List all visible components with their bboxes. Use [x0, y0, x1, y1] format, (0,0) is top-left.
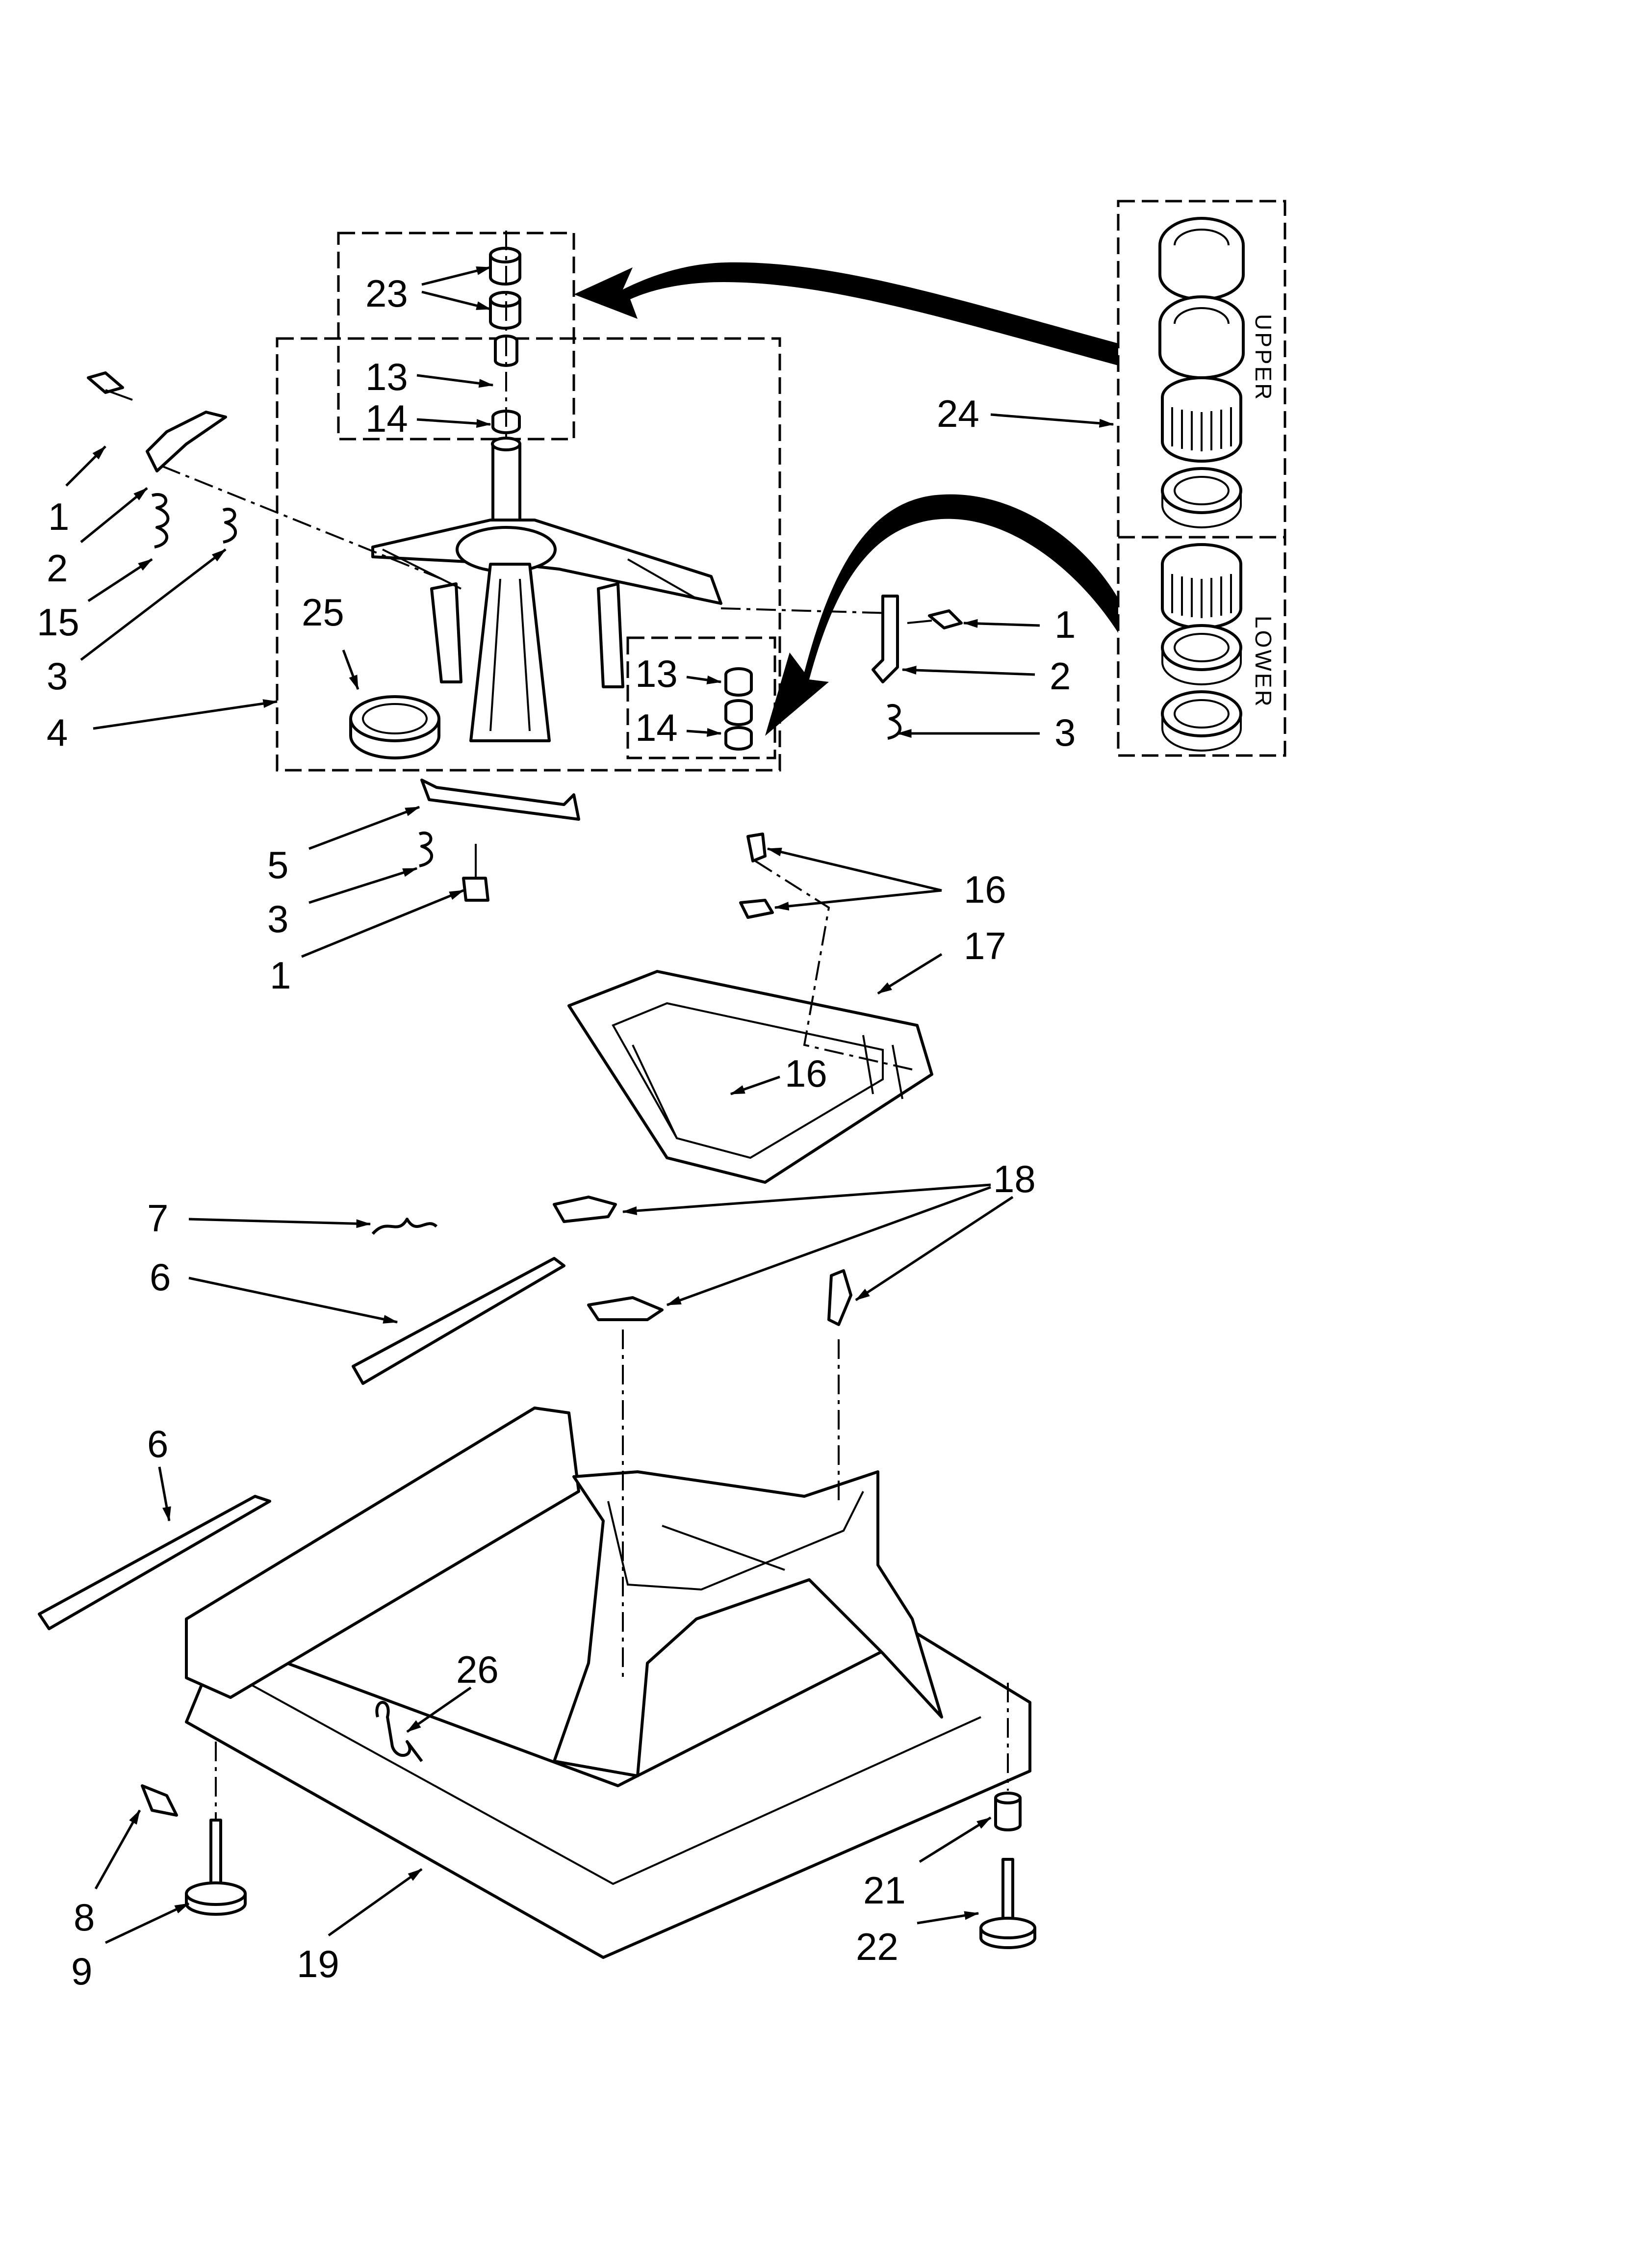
- callout-14-lower: 14: [635, 706, 678, 749]
- callout-7: 7: [147, 1197, 168, 1240]
- nut-21: [994, 1792, 1022, 1831]
- assembly-box-4: [276, 337, 781, 772]
- callout-3-left: 3: [47, 654, 68, 698]
- arrow-to-lower-kit: [765, 494, 1118, 736]
- bracket-5: [420, 779, 580, 821]
- spring-15: [152, 493, 170, 548]
- rail-6a: [352, 1257, 565, 1385]
- rail-6b: [38, 1495, 271, 1630]
- callout-14-upper: 14: [365, 397, 408, 440]
- clip-16a: [746, 833, 767, 862]
- callout-3-right: 3: [1054, 711, 1076, 754]
- bolt-8: [141, 1784, 178, 1817]
- bracket-leader-right: [720, 607, 893, 614]
- spring-3c: [418, 832, 433, 867]
- screw-1b: [907, 609, 963, 629]
- callout-21: 21: [863, 1869, 906, 1912]
- callout-13-lower: 13: [635, 652, 678, 695]
- callout-4: 4: [47, 711, 68, 754]
- bracket-leader-left: [161, 465, 442, 580]
- bracket-2a: [146, 411, 227, 472]
- spring-7: [371, 1218, 438, 1235]
- tub-ring-17: [567, 970, 933, 1184]
- base-assembly-4: [371, 437, 722, 742]
- callout-17: 17: [964, 924, 1006, 967]
- screw-1a: [87, 371, 133, 401]
- ring-leader: [754, 860, 913, 1070]
- callout-16-ring: 16: [785, 1052, 827, 1095]
- callout-1-left: 1: [48, 495, 69, 538]
- callout-2-left: 2: [47, 547, 68, 590]
- bushing-13-lower: [724, 667, 753, 697]
- callout-2-right: 2: [1050, 654, 1071, 698]
- leveling-leg-9: [185, 1819, 247, 1916]
- callout-9: 9: [71, 1950, 92, 1993]
- arrow-to-upper-kit: [574, 262, 1118, 365]
- callout-25: 25: [302, 591, 344, 634]
- callout-22: 22: [856, 1925, 898, 1968]
- kit-box-23-13-14: [337, 232, 575, 441]
- callout-24: 24: [937, 392, 979, 435]
- callout-15: 15: [37, 600, 79, 644]
- callout-23: 23: [365, 272, 408, 315]
- clip-26: [375, 1701, 423, 1762]
- callout-8: 8: [74, 1896, 95, 1939]
- callout-3-lower: 3: [267, 897, 288, 940]
- kit-label-upper: UPPER: [1251, 314, 1276, 401]
- screw-1c: [462, 844, 489, 902]
- callout-26: 26: [456, 1648, 499, 1691]
- callout-19: 19: [297, 1942, 339, 1985]
- callout-13-upper: 13: [365, 355, 408, 398]
- washer-14-lower: [724, 699, 753, 726]
- callout-5: 5: [267, 843, 288, 886]
- kit-box-24: [1117, 200, 1286, 757]
- kit-label-lower: LOWER: [1251, 616, 1276, 708]
- lower-bearing-kit: [1161, 543, 1242, 752]
- callout-18: 18: [993, 1157, 1036, 1200]
- callout-pointers: [65, 266, 1114, 1944]
- slide-18a: [553, 1196, 617, 1223]
- callout-6-upper: 6: [150, 1255, 171, 1299]
- callout-labels: 1 2 15 3 4 25 23 13 14 24 1 2 3 13 14 5 …: [37, 272, 1076, 1993]
- slide-18c: [827, 1269, 852, 1326]
- upper-bearing-kit: [1158, 217, 1245, 528]
- bracket-2b: [872, 595, 899, 683]
- leveling-leg-22: [979, 1858, 1036, 1949]
- callout-1-right: 1: [1054, 603, 1076, 646]
- callout-16-top: 16: [964, 868, 1006, 911]
- callout-6-lower: 6: [147, 1422, 168, 1465]
- base-frame-19: [185, 1407, 1031, 1959]
- seal-25: [349, 695, 440, 759]
- washer-14-lower-b: [724, 726, 753, 751]
- slide-18b: [587, 1296, 664, 1321]
- callout-1-lower: 1: [270, 954, 291, 997]
- kit-box-13-14-lower: [626, 636, 776, 759]
- spring-3a: [222, 508, 237, 544]
- clip-16b: [739, 899, 774, 919]
